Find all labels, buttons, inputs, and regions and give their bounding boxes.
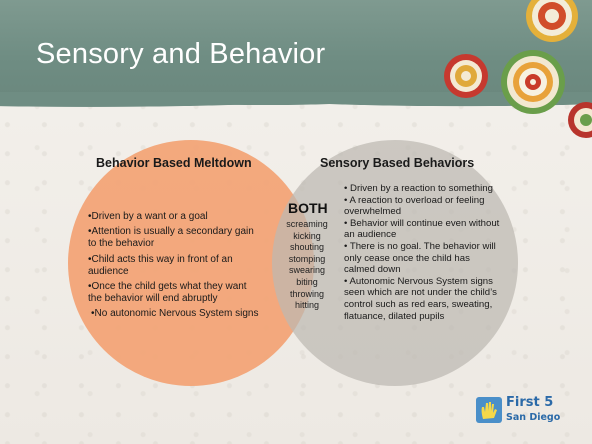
list-item: • Autonomic Nervous System signs seen wh… <box>344 275 497 322</box>
spiral-ornament-left <box>444 54 488 98</box>
list-item: •Attention is usually a secondary gain t… <box>88 226 254 250</box>
overlap-list: screaming kicking shouting stomping swea… <box>279 219 335 312</box>
list-item: screaming <box>286 219 328 229</box>
first5-logo: First 5 San Diego <box>476 395 568 431</box>
right-circle-list: • Driven by a reaction to something • A … <box>344 183 500 322</box>
slide-title: Sensory and Behavior <box>36 38 326 70</box>
list-item: shouting <box>289 242 325 253</box>
left-circle <box>68 140 314 386</box>
list-item: biting <box>296 276 318 287</box>
right-circle <box>272 140 518 386</box>
list-item: kicking <box>293 230 321 241</box>
list-item: swearing <box>288 265 326 276</box>
list-item: •Once the child gets what they want the … <box>88 281 247 305</box>
list-item: hitting <box>294 300 320 311</box>
title-banner <box>0 0 592 118</box>
left-circle-list: •Driven by a want or a goal •Attention i… <box>88 211 260 324</box>
list-item: • A reaction to overload or feeling over… <box>344 194 485 218</box>
list-item: • There is no goal. The behavior will on… <box>344 240 496 276</box>
overlap-title: BOTH <box>288 200 328 216</box>
logo-line2: San Diego <box>506 412 561 423</box>
left-circle-title: Behavior Based Meltdown <box>96 156 252 170</box>
list-item: •Child acts this way in front of an audi… <box>88 253 233 277</box>
handprint-icon <box>476 397 502 423</box>
logo-line1: First 5 <box>506 395 554 410</box>
decorative-circles <box>444 0 592 138</box>
list-item: •No autonomic Nervous System signs <box>91 308 259 320</box>
list-item: stomping <box>288 253 326 264</box>
list-item: throwing <box>289 288 325 299</box>
list-item: •Driven by a want or a goal <box>88 211 208 222</box>
spiral-ornament-small <box>568 102 592 138</box>
spiral-ornament-large <box>501 50 565 114</box>
right-circle-title: Sensory Based Behaviors <box>320 156 475 170</box>
list-item: • Driven by a reaction to something <box>344 183 493 194</box>
spiral-ornament-top <box>526 0 578 42</box>
list-item: • Behavior will continue even without an… <box>344 217 500 241</box>
